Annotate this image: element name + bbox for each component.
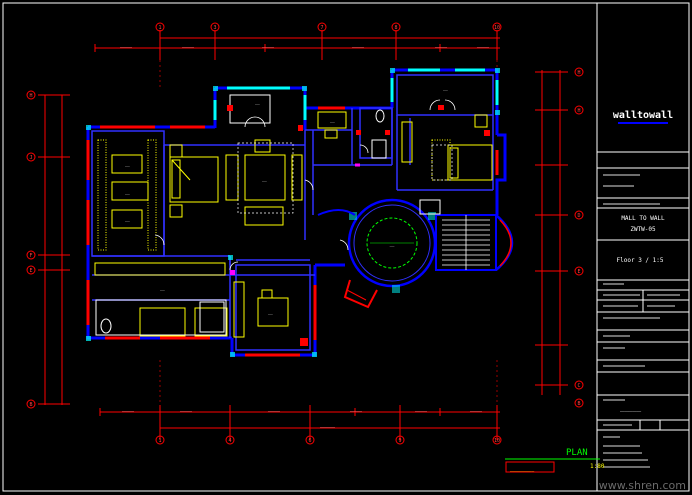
axis-label-bottom-1: 1: [158, 438, 161, 444]
svg-text:_____: _____: [320, 422, 336, 428]
svg-text:__: __: [268, 310, 273, 315]
furniture: [94, 111, 493, 338]
room-labels: __ __ __ __ __ __ __ __ __: [125, 86, 448, 315]
doors: [154, 99, 456, 271]
axis-bubbles-bottom: 1 4 6 9 10: [155, 435, 502, 445]
svg-text:____: ____: [352, 42, 365, 48]
svg-text:__: __: [330, 118, 335, 123]
axis-label-top-2: 3: [213, 25, 216, 31]
axis-label-left-3: F: [29, 253, 32, 259]
svg-text:____: ____: [182, 42, 195, 48]
watermark: www.shren.com: [598, 479, 686, 492]
axis-label-bottom-4: 9: [398, 438, 401, 444]
plan-label: PLAN: [566, 448, 588, 458]
axis-label-bottom-2: 4: [228, 438, 231, 444]
axis-label-bottom-3: 6: [308, 438, 311, 444]
svg-text:__: __: [390, 242, 395, 247]
title-block-line-3: Floor 3 / 1:5: [617, 257, 664, 264]
axis-label-left-5: B: [29, 402, 32, 408]
entrance-step: [346, 289, 367, 301]
svg-text:____: ____: [350, 406, 363, 412]
axis-label-bottom-5: 10: [494, 438, 500, 444]
svg-text:____: ____: [122, 406, 135, 412]
svg-text:__: __: [125, 190, 130, 195]
dimension-lines: [38, 30, 568, 440]
svg-text:__: __: [443, 86, 448, 91]
svg-text:____: ____: [268, 406, 281, 412]
stair-treads: [435, 214, 497, 271]
bay-window-glass: [499, 219, 512, 267]
fixtures: [95, 94, 441, 336]
curved-wall: [317, 209, 356, 216]
title-block-line-1: MALL TO WALL: [621, 215, 665, 222]
plan-scale: 1:80: [590, 463, 605, 470]
axis-bubbles-right: H H D E C B: [574, 67, 584, 408]
svg-text:____: ____: [477, 42, 490, 48]
svg-text:____: ____: [262, 42, 275, 48]
svg-text:__: __: [262, 177, 267, 182]
svg-text:__: __: [255, 100, 260, 105]
axis-bubbles-left: H J F E B: [26, 90, 36, 409]
brand-logo: walltowall: [613, 110, 673, 121]
svg-text:__: __: [160, 286, 165, 291]
svg-text:__: __: [125, 217, 130, 222]
axis-label-right-4: E: [577, 269, 580, 275]
axis-label-left-1: H: [29, 93, 32, 99]
axis-bubbles-top: 1 3 7 8 10: [155, 22, 502, 32]
svg-text:_____: _____: [620, 404, 642, 412]
axis-label-right-6: B: [577, 401, 580, 407]
axis-label-right-5: C: [577, 383, 580, 389]
axis-label-right-2: H: [577, 108, 580, 114]
axis-label-top-3: 7: [320, 25, 323, 31]
svg-text:____: ____: [415, 406, 428, 412]
accent-marks: [227, 105, 490, 346]
axis-label-top-5: 10: [494, 25, 500, 31]
svg-text:____: ____: [120, 42, 133, 48]
axis-label-left-4: E: [29, 268, 32, 274]
svg-text:____: ____: [435, 42, 448, 48]
entrance-porch: [343, 279, 378, 309]
svg-text:________: ________: [510, 466, 535, 472]
axis-label-right-3: D: [577, 213, 580, 219]
plan-title: PLAN 1:80 ________: [505, 448, 605, 473]
title-block-line-2: ZWTW-05: [630, 226, 656, 233]
rugs: [237, 142, 453, 214]
columns: [86, 68, 500, 357]
axis-label-top-4: 8: [394, 25, 397, 31]
svg-text:____: ____: [470, 406, 483, 412]
axis-label-right-1: H: [577, 70, 580, 76]
axis-label-top-1: 1: [158, 25, 161, 31]
title-block: _____: [596, 3, 689, 491]
svg-text:____: ____: [180, 406, 193, 412]
svg-text:__: __: [125, 162, 130, 167]
windows: [86, 68, 499, 357]
dimension-values: ____________ ____________ ____________ _…: [120, 42, 490, 428]
axis-label-left-2: J: [29, 155, 32, 161]
